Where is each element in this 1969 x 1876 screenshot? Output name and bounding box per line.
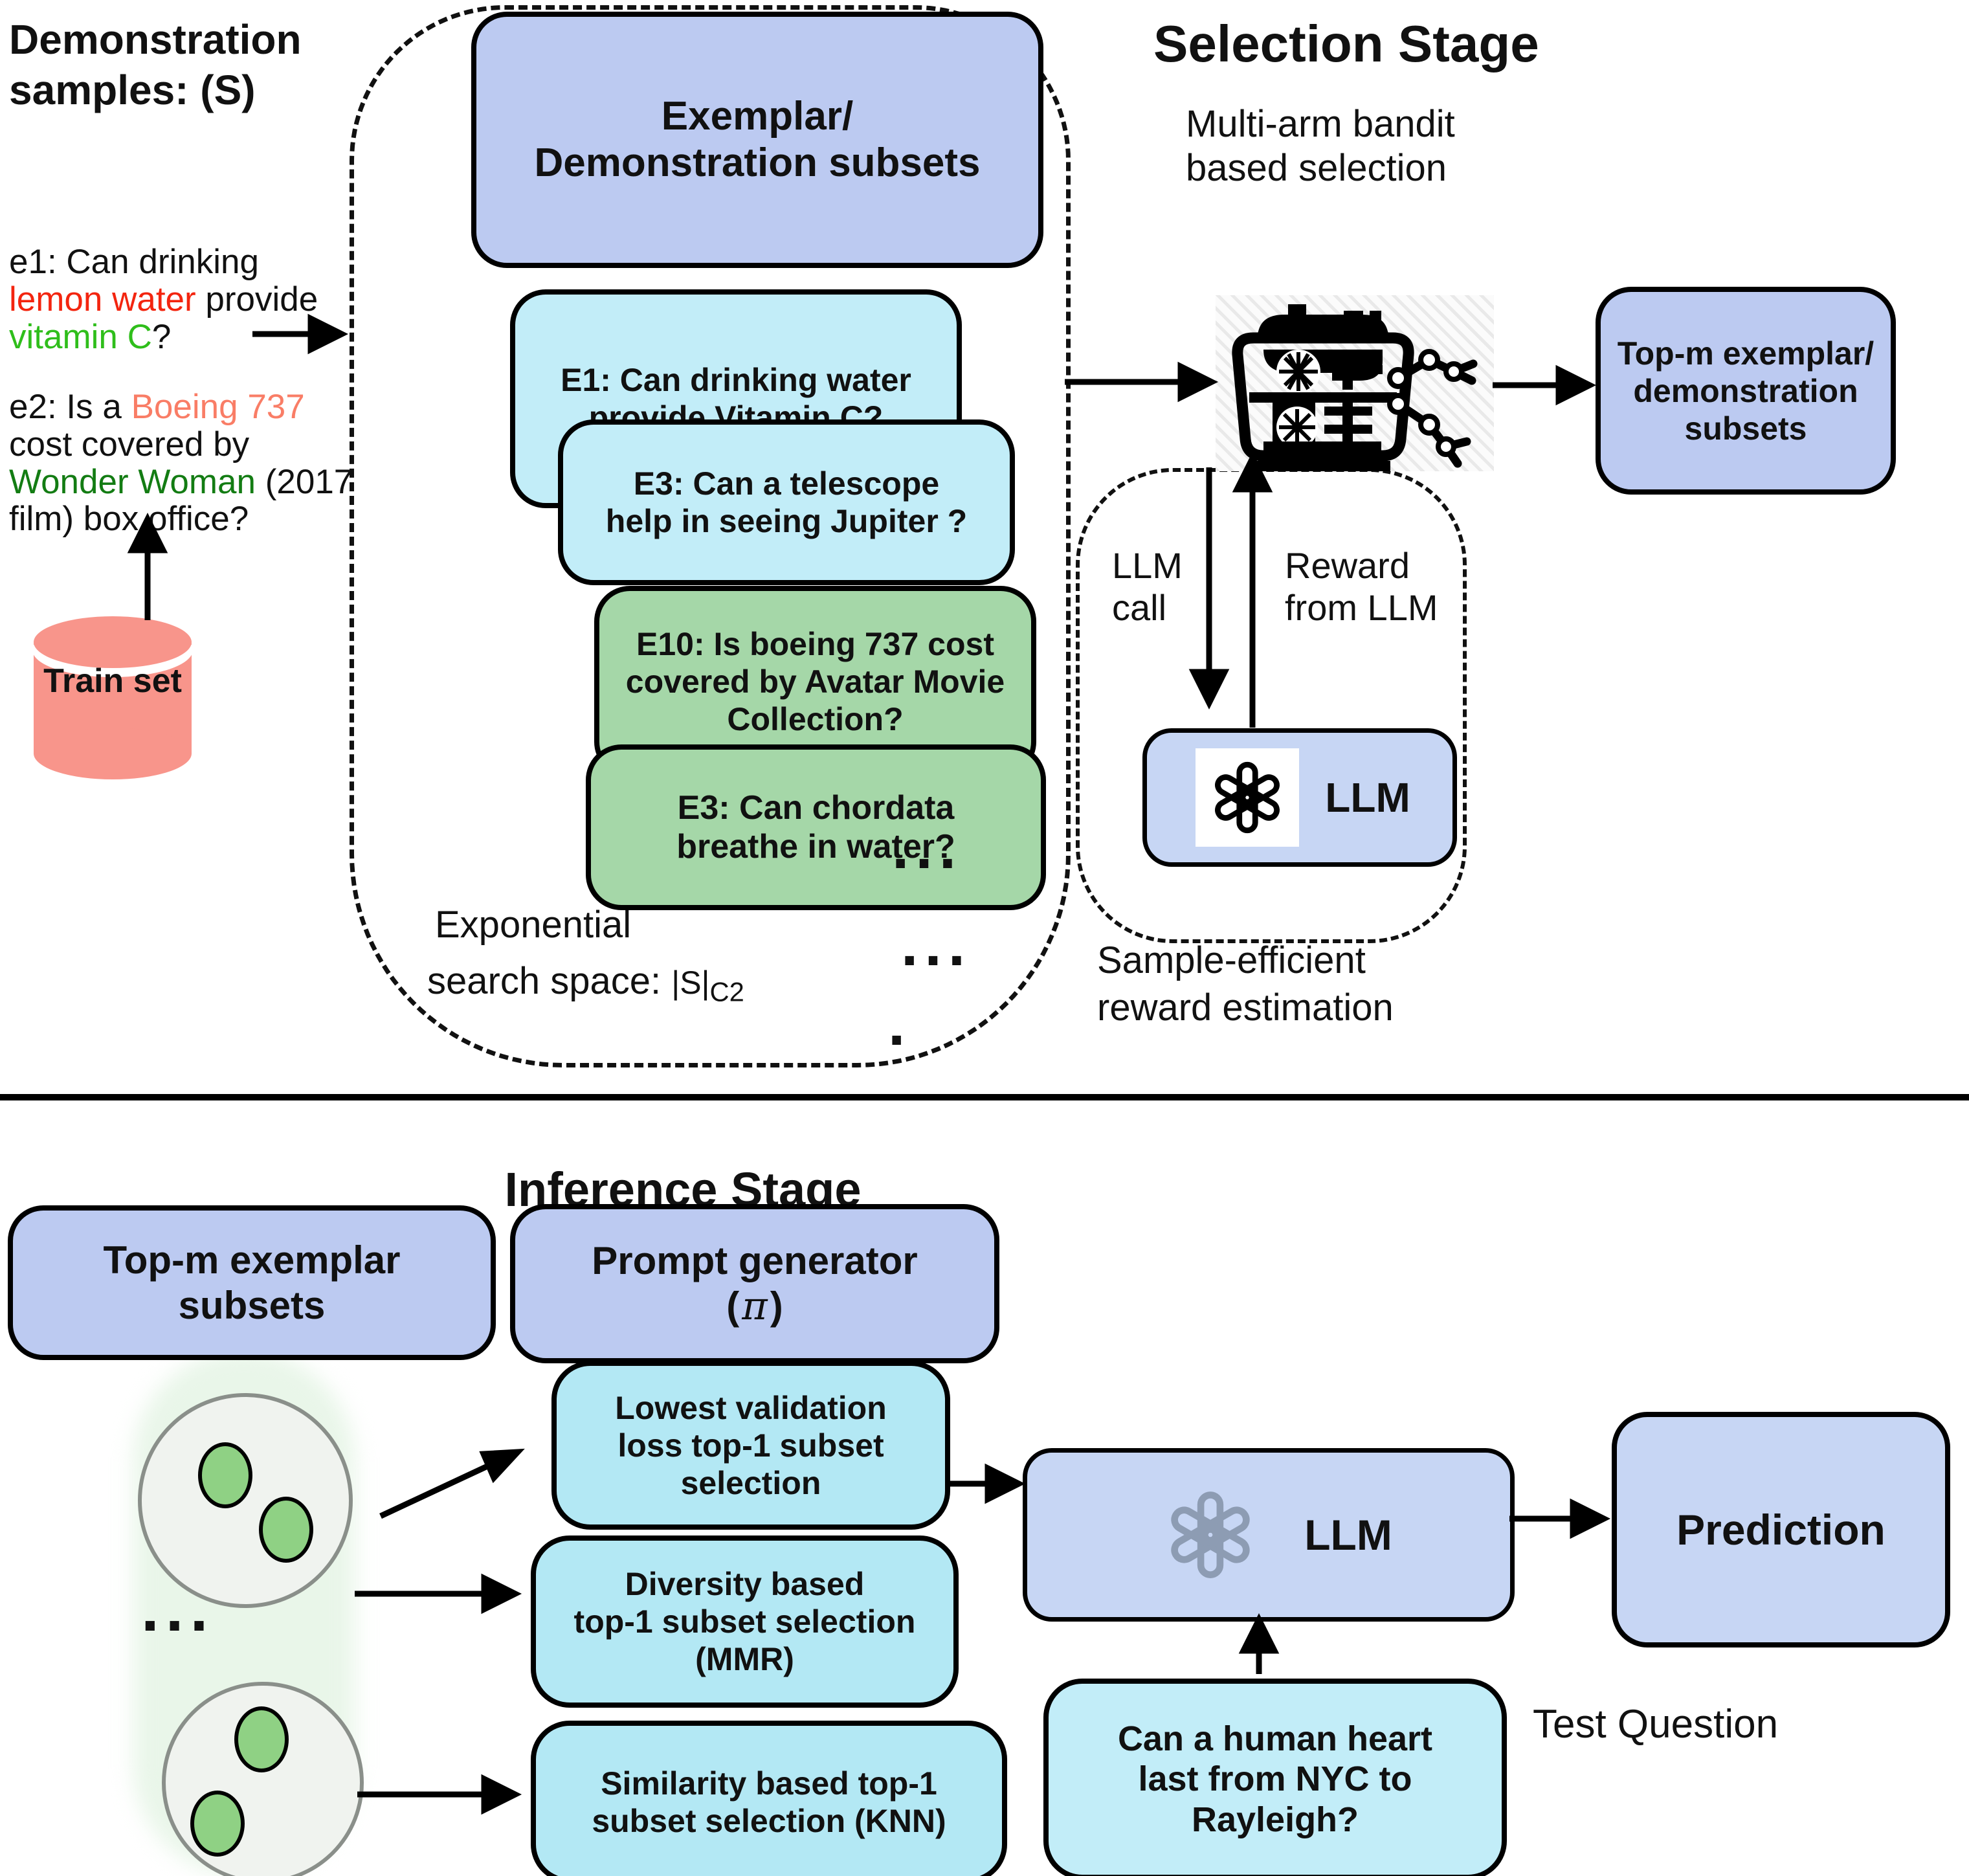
llm-call-label: LLM call <box>1112 545 1183 628</box>
exemplar-cluster-1 <box>138 1393 353 1608</box>
arrow-test-to-llm <box>1238 1613 1280 1674</box>
llm-box-inference-label: LLM <box>1304 1510 1392 1559</box>
topm-subsets-box-inference: Top-m exemplar subsets <box>8 1205 496 1360</box>
similarity-knn-box: Similarity based top-1 subset selection … <box>531 1721 1007 1876</box>
green-dot-icon <box>190 1791 245 1857</box>
exponential-search-label-line1: Exponential <box>435 904 632 946</box>
arrow-llm-to-prediction <box>1509 1498 1611 1539</box>
llm-box-selection-label: LLM <box>1325 774 1410 821</box>
green-dot-icon <box>259 1497 313 1563</box>
test-question-caption: Test Question <box>1533 1702 1779 1747</box>
openai-logo-icon <box>1215 761 1280 834</box>
diversity-mmr-box: Diversity based top-1 subset selection (… <box>531 1535 959 1708</box>
subset-ellipsis-3: . <box>888 990 912 1058</box>
selection-stage-title: Selection Stage <box>1153 15 1539 73</box>
exemplar-subsets-header-box: Exemplar/ Demonstration subsets <box>471 12 1043 268</box>
reward-from-llm-label: Reward from LLM <box>1285 545 1438 628</box>
test-question-box: Can a human heart last from NYC to Rayle… <box>1043 1679 1507 1876</box>
openai-logo-gray-icon <box>1171 1491 1250 1578</box>
demo-samples-title: Demonstration samples: (S) <box>9 16 302 114</box>
bandit-caption: Multi-arm bandit based selection <box>1186 103 1455 190</box>
train-set-label: Train set <box>43 662 182 700</box>
stage-divider-line <box>0 1094 1969 1100</box>
prompt-generator-box: Prompt generator (π) <box>510 1204 999 1363</box>
llm-box-inference: LLM <box>1023 1448 1515 1622</box>
green-dot-icon <box>234 1706 289 1772</box>
exemplar-box-e3: E3: Can a telescope help in seeing Jupit… <box>558 419 1015 585</box>
topm-subsets-box-selection: Top-m exemplar/ demonstration subsets <box>1596 287 1896 495</box>
arrow-cluster2-to-similarity <box>357 1774 522 1815</box>
example-e1-text: e1: Can drinking lemon water provide vit… <box>9 243 318 356</box>
exemplar-box-e3b: E3: Can chordata breathe in water? <box>586 744 1046 910</box>
example-e2-text: e2: Is a Boeing 737 cost covered by Wond… <box>9 388 353 539</box>
arrow-bandit-to-topm <box>1493 364 1597 406</box>
exponential-search-label-line2: search space: |S|C2 <box>427 960 744 1007</box>
green-dot-icon <box>198 1442 252 1508</box>
exemplar-subsets-dashed-panel <box>350 5 1071 1067</box>
lowest-validation-box: Lowest validation loss top-1 subset sele… <box>551 1361 950 1530</box>
subset-ellipsis-2: ... <box>901 910 972 979</box>
subset-ellipsis-1: ... <box>892 813 963 882</box>
arrow-cluster1-to-diversity <box>355 1573 522 1614</box>
arrow-cluster1-to-lowest <box>379 1448 525 1519</box>
arrow-subsets-to-bandit <box>1065 361 1219 403</box>
llm-box-selection: LLM <box>1142 728 1457 867</box>
cluster-ellipsis: ... <box>141 1572 215 1645</box>
reward-estimation-dashed-panel <box>1076 468 1467 943</box>
train-set-cylinder-icon <box>32 616 193 779</box>
arrow-lowest-to-llm <box>945 1463 1026 1504</box>
multi-arm-bandit-icon <box>1232 304 1478 471</box>
prediction-box: Prediction <box>1612 1412 1950 1647</box>
sample-efficient-caption: Sample-efficient reward estimation <box>1097 939 1394 1029</box>
